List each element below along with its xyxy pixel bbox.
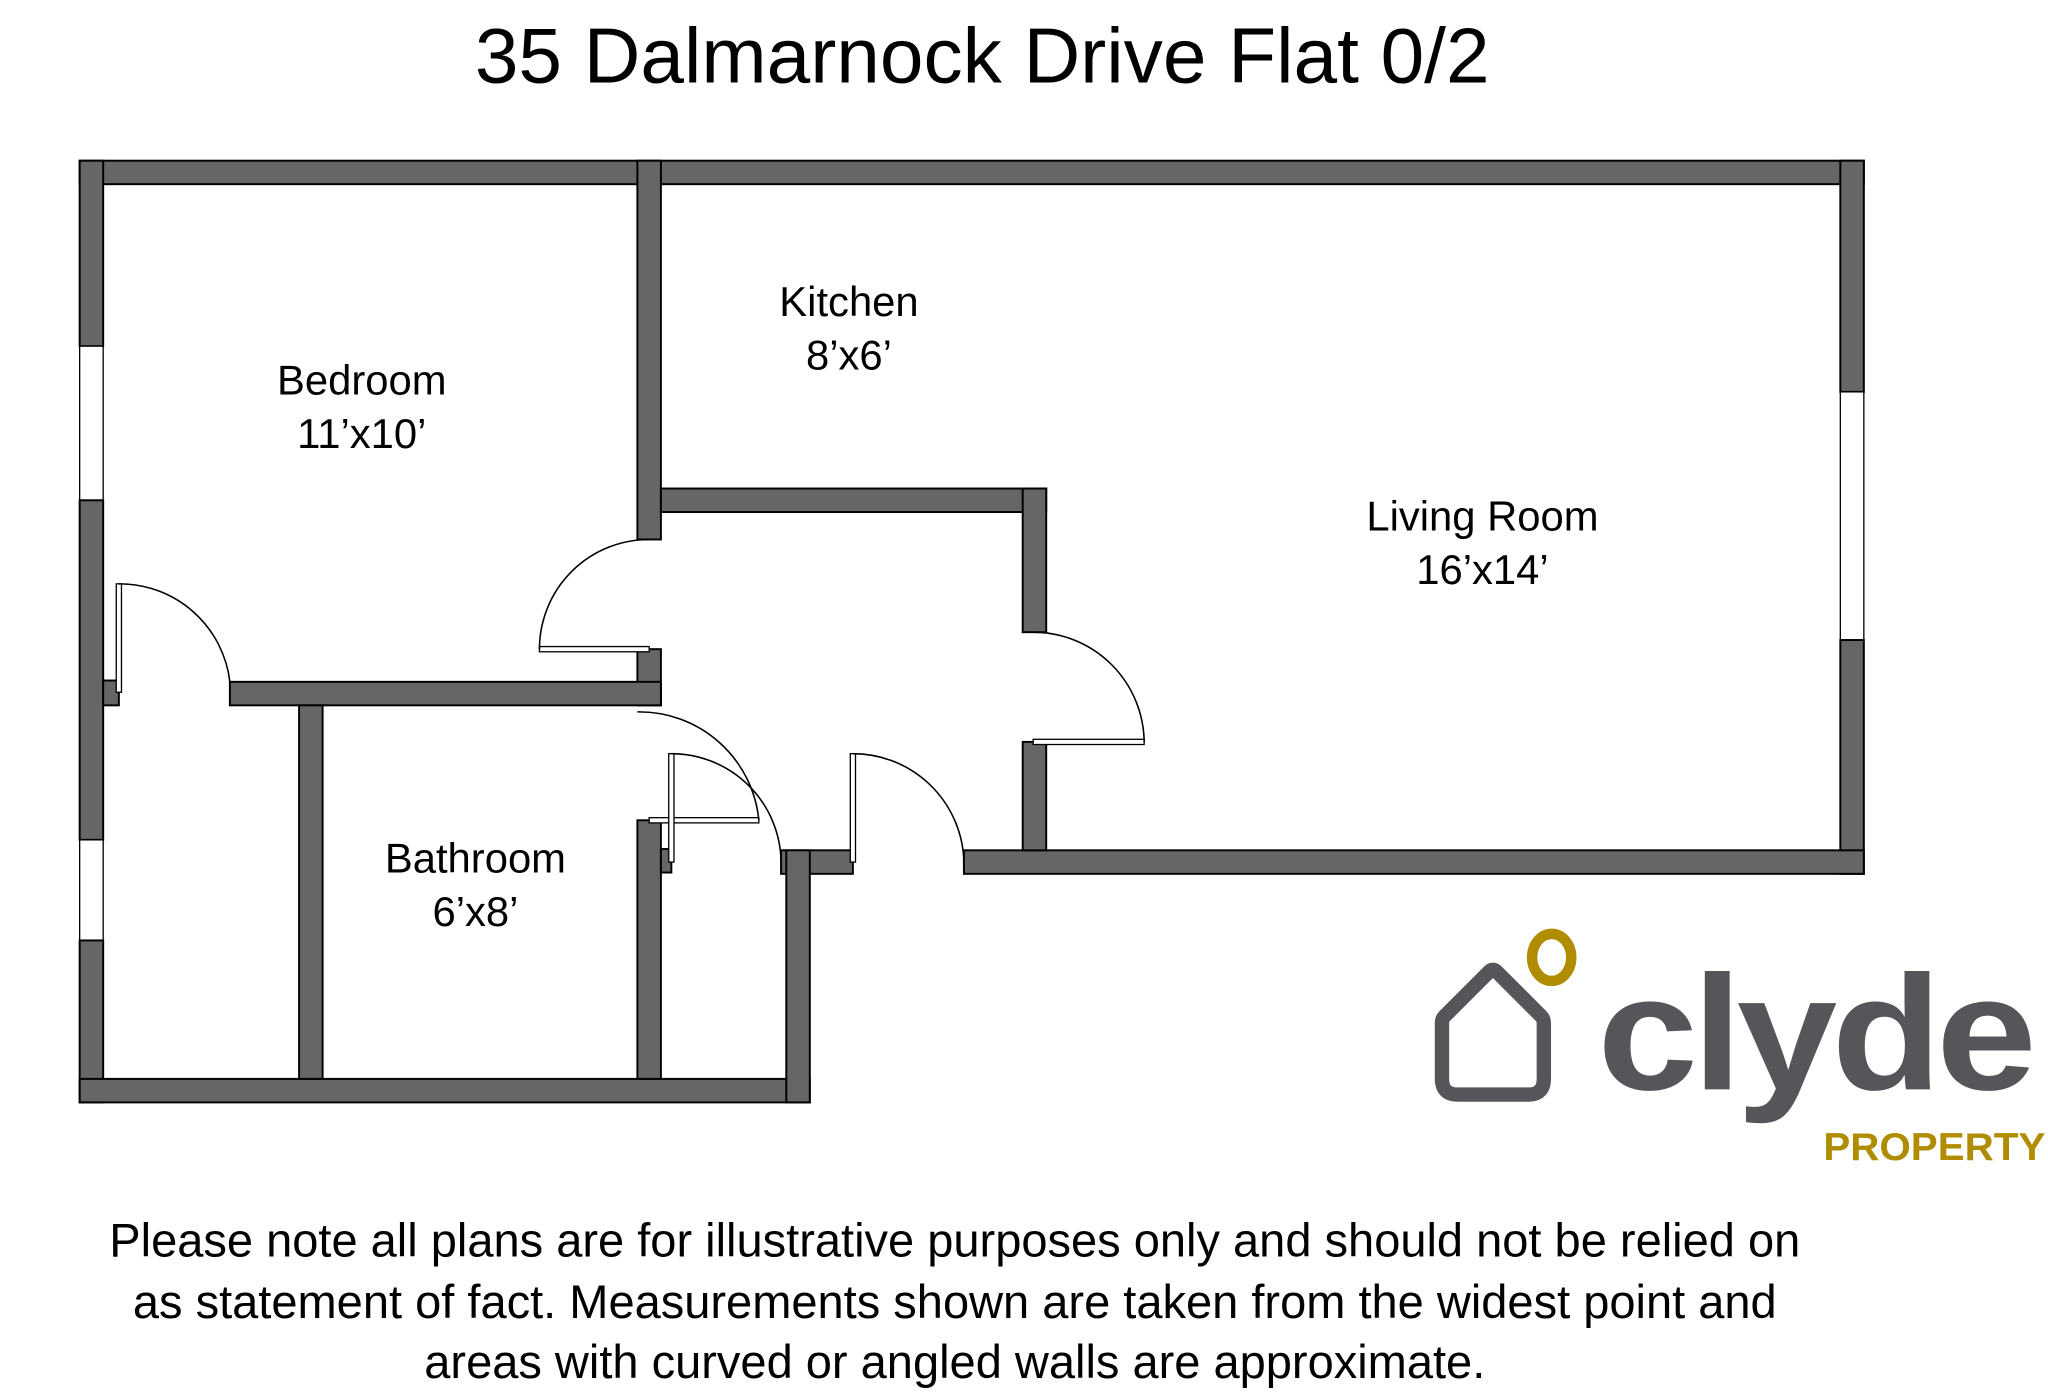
room-size-bedroom: 11’x10’ [297, 410, 426, 457]
disclaimer-line: areas with curved or angled walls are ap… [424, 1335, 1485, 1388]
plan-title: 35 Dalmarnock Drive Flat 0/2 [475, 11, 1490, 99]
room-label-living-room: Living Room [1366, 492, 1598, 539]
disclaimer-line: as statement of fact. Measurements shown… [133, 1275, 1777, 1328]
room-label-bathroom: Bathroom [385, 835, 566, 882]
clyde-logo: clyde PROPERTY [1434, 928, 2045, 1169]
window [79, 345, 104, 501]
room-size-kitchen: 8’x6’ [806, 332, 892, 379]
doors [115, 538, 1145, 863]
room-label-bedroom: Bedroom [277, 356, 447, 403]
logo-brand: clyde [1597, 941, 2031, 1124]
window [1839, 391, 1865, 641]
window [79, 839, 104, 942]
circle-icon [1526, 928, 1577, 987]
disclaimer-line: Please note all plans are for illustrati… [109, 1214, 1800, 1267]
room-size-bathroom: 6’x8’ [432, 888, 518, 935]
logo-sub: PROPERTY [1823, 1126, 2045, 1169]
walls [78, 159, 1865, 1104]
house-icon [1434, 962, 1552, 1102]
room-size-living-room: 16’x14’ [1416, 546, 1548, 593]
room-label-kitchen: Kitchen [779, 278, 918, 325]
